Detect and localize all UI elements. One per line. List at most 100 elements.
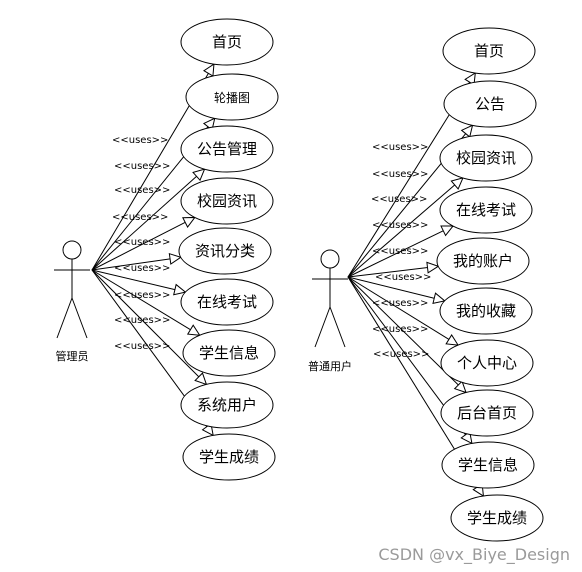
use-case-label: 系统用户 (197, 396, 257, 414)
use-case-user-5[interactable]: 我的收藏 (439, 287, 533, 335)
use-case-user-0[interactable]: 首页 (442, 27, 536, 75)
uses-stereotype-label: <<uses>> (372, 324, 428, 335)
arrowhead (173, 283, 187, 296)
use-case-ellipse (182, 433, 276, 481)
arrowhead (432, 292, 446, 304)
use-case-label: 首页 (212, 33, 242, 51)
use-case-ellipse (439, 287, 533, 335)
use-case-label: 学生信息 (199, 344, 259, 362)
use-case-label: 在线考试 (197, 293, 257, 311)
association-line (347, 276, 459, 346)
use-case-user-9[interactable]: 学生成绩 (450, 494, 544, 542)
uses-stereotype-label: <<uses>> (112, 135, 168, 146)
arrowhead (186, 324, 201, 336)
use-case-user-3[interactable]: 在线考试 (439, 186, 533, 234)
use-case-ellipse (182, 329, 276, 377)
uses-stereotype-label: <<uses>> (114, 161, 170, 172)
actor-head (62, 240, 82, 260)
use-case-ellipse (443, 80, 537, 128)
association-line (91, 216, 196, 271)
uses-stereotype-label: <<uses>> (114, 237, 170, 248)
use-case-ellipse (440, 339, 534, 387)
actor-right-leg (329, 306, 346, 348)
association-line (347, 276, 445, 302)
use-case-admin-5[interactable]: 在线考试 (180, 278, 274, 326)
association-line (91, 269, 200, 336)
use-case-admin-0[interactable]: 首页 (180, 18, 274, 66)
use-case-label: 我的账户 (453, 252, 513, 270)
use-case-label: 轮播图 (214, 91, 250, 105)
actor-admin (54, 240, 90, 339)
uses-stereotype-label: <<uses>> (114, 341, 170, 352)
actor-left-leg (56, 297, 73, 339)
use-case-label: 首页 (474, 42, 504, 60)
arrowhead (445, 334, 460, 346)
association-line (91, 256, 181, 271)
use-case-user-6[interactable]: 个人中心 (440, 339, 534, 387)
arrowhead (440, 225, 455, 237)
use-case-label: 校园资讯 (456, 149, 516, 167)
use-case-ellipse (180, 125, 274, 173)
actor-label-admin: 管理员 (56, 349, 89, 363)
arrowhead (453, 380, 467, 394)
watermark: CSDN @vx_Biye_Design (378, 545, 570, 564)
use-case-ellipse (185, 73, 279, 121)
arrowhead (426, 261, 440, 274)
uses-stereotype-label: <<uses>> (114, 185, 170, 196)
use-case-user-1[interactable]: 公告 (443, 80, 537, 128)
use-case-ellipse (439, 134, 533, 182)
use-case-label: 校园资讯 (197, 192, 257, 210)
use-case-user-8[interactable]: 学生信息 (441, 441, 535, 489)
use-case-admin-2[interactable]: 公告管理 (180, 125, 274, 173)
arrowhead (450, 177, 464, 190)
use-case-ellipse (180, 381, 274, 429)
uses-stereotype-label: <<uses>> (372, 220, 428, 231)
use-case-ellipse (439, 186, 533, 234)
use-case-user-4[interactable]: 我的账户 (436, 237, 530, 285)
use-case-ellipse (178, 227, 272, 275)
uses-stereotype-label: <<uses>> (114, 315, 170, 326)
use-case-label: 公告 (475, 95, 505, 113)
actor-right-leg (71, 297, 88, 339)
use-case-label: 资讯分类 (195, 242, 255, 260)
uses-stereotype-label: <<uses>> (372, 142, 428, 153)
association-line (91, 269, 186, 293)
use-case-label: 学生信息 (458, 456, 518, 474)
use-case-ellipse (441, 441, 535, 489)
use-case-admin-4[interactable]: 资讯分类 (178, 227, 272, 275)
arrowhead (464, 71, 476, 86)
use-case-ellipse (180, 278, 274, 326)
use-case-admin-7[interactable]: 系统用户 (180, 381, 274, 429)
arrowhead (168, 252, 182, 265)
uses-stereotype-label: <<uses>> (375, 272, 431, 283)
association-line (91, 269, 207, 385)
actor-label-user: 普通用户 (308, 359, 352, 373)
use-case-label: 我的收藏 (456, 302, 516, 320)
use-case-label: 公告管理 (197, 140, 257, 158)
use-case-ellipse (180, 177, 274, 225)
use-case-label: 个人中心 (457, 354, 517, 372)
arrowhead (182, 216, 196, 228)
actor-left-leg (314, 306, 331, 348)
use-case-admin-1[interactable]: 轮播图 (185, 73, 279, 121)
use-case-label: 学生成绩 (199, 448, 259, 466)
use-case-ellipse (450, 494, 544, 542)
use-case-admin-3[interactable]: 校园资讯 (180, 177, 274, 225)
use-case-admin-6[interactable]: 学生信息 (182, 329, 276, 377)
association-line (347, 177, 464, 278)
use-case-label: 在线考试 (456, 201, 516, 219)
use-case-ellipse (436, 237, 530, 285)
use-case-label: 学生成绩 (467, 509, 527, 527)
use-case-user-7[interactable]: 后台首页 (440, 389, 534, 437)
uses-stereotype-label: <<uses>> (114, 290, 170, 301)
arrowhead (460, 124, 474, 138)
arrowhead (192, 168, 206, 182)
use-case-user-2[interactable]: 校园资讯 (439, 134, 533, 182)
arrowhead (194, 372, 208, 386)
use-case-admin-8[interactable]: 学生成绩 (182, 433, 276, 481)
association-lines: <<uses>> <<uses>> <<uses>> <<uses>> <<uses>>… (91, 63, 485, 498)
arrowhead (203, 63, 215, 77)
uses-stereotype-label: <<uses>> (112, 212, 168, 223)
